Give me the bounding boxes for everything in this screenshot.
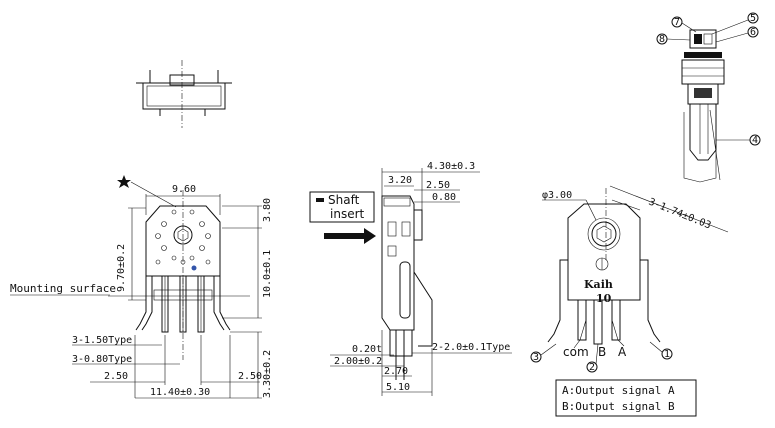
callout-6-text: 6 [750, 27, 756, 38]
callout-1 [661, 348, 673, 360]
dim-height-left: 9.70±0.2 [116, 244, 127, 292]
dim-width-top: 9.60 [172, 184, 196, 195]
callout-3-text: 3 [533, 352, 539, 363]
dim-side-320: 3.20 [388, 175, 412, 186]
side-slot [399, 261, 411, 319]
side-view: Shaft insert 4.30±0.3 3.20 2.50 0.80 0.2… [309, 161, 512, 396]
callout-5-text: 5 [750, 13, 756, 24]
callout-7 [671, 16, 683, 28]
dim-pin-width: 3-1.50Type [72, 335, 132, 346]
mounting-surface-label: Mounting surface [10, 282, 116, 295]
callout-6 [747, 26, 759, 38]
front-shaft-hex [177, 228, 189, 242]
front-blue-dot [191, 265, 197, 271]
dim-shaft-dia: φ3.00 [542, 190, 572, 201]
pin-com-label: com [563, 345, 589, 359]
dim-side-200: 2.00±0.2 [334, 356, 382, 367]
pin-a-label: A [618, 345, 627, 359]
shaft-insert-line2: insert [330, 207, 365, 221]
front-view: Mounting surface 9.60 3.80 10.0±0.1 9.70… [10, 175, 273, 399]
pin-b-label: B [598, 345, 606, 359]
exploded-view: 7 8 5 6 4 [656, 12, 761, 183]
callout-4-text: 4 [752, 135, 758, 146]
callout-2 [586, 361, 598, 373]
callout-1-text: 1 [664, 349, 670, 360]
shaft-insert-box [309, 191, 375, 223]
callout-5 [747, 12, 759, 24]
right-shaft-hex [596, 225, 612, 243]
dim-side-020: 0.20t [352, 344, 382, 355]
signal-legend-box [555, 379, 697, 417]
dim-pin-offset-left: 2.50 [104, 371, 128, 382]
dim-side-250: 2.50 [426, 180, 450, 191]
top-view-inner [146, 85, 222, 107]
dim-shaft-hex: 3-1.74±0.03 [647, 197, 713, 232]
legend-signal-b: B:Output signal B [562, 400, 675, 413]
side-body [381, 195, 415, 331]
callout-3 [530, 351, 542, 363]
callout-7-text: 7 [674, 17, 680, 28]
right-body [567, 203, 641, 301]
brand-text: Kaih [584, 278, 613, 291]
dim-height-top: 3.80 [262, 198, 273, 222]
legend-signal-a: A:Output signal A [562, 384, 675, 397]
right-view: φ3.00 3-1.74±0.03 Kaih 10 com B A 3 2 [530, 185, 729, 417]
dim-side-510: 5.10 [386, 382, 410, 393]
model-text: 10 [596, 292, 612, 305]
top-view-body [142, 82, 226, 110]
callout-8-text: 8 [659, 34, 665, 45]
shaft-icon [316, 198, 324, 202]
star-icon [117, 175, 131, 188]
dim-side-top: 4.30±0.3 [427, 161, 475, 172]
shaft-insert-line1: Shaft [328, 193, 360, 207]
callout-2-text: 2 [589, 362, 595, 373]
insert-arrow-icon [324, 228, 376, 244]
dim-width-bottom: 11.40±0.30 [150, 387, 210, 398]
dim-pin-thick: 3-0.80Type [72, 354, 132, 365]
dim-pin-offset-right: 2.50 [238, 371, 262, 382]
dim-side-pin-pitch: 2-2.0±0.1Type [432, 342, 510, 353]
dim-height-bottom: 3.30±0.2 [262, 350, 273, 398]
top-view [136, 60, 232, 128]
dim-side-270: 2.70 [384, 366, 408, 377]
dim-height-mid: 10.0±0.1 [262, 250, 273, 298]
dim-side-080: 0.80 [432, 192, 456, 203]
